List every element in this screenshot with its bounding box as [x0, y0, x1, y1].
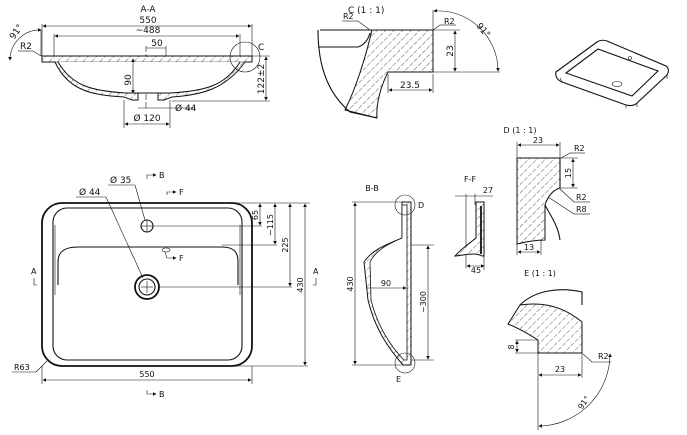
section-marker-b-top: B [159, 171, 165, 180]
dim-430: 430 [296, 277, 305, 292]
iso-drain-icon [611, 81, 623, 87]
detail-d-width: 23 [533, 136, 543, 145]
dim-drain-120: Ø 120 [133, 113, 160, 124]
detail-d-height: 15 [564, 168, 573, 178]
profile-ff [453, 201, 485, 257]
ff-dim-27: 27 [483, 186, 493, 195]
detail-c-thickness: 23 [446, 45, 456, 56]
detail-c-angle: 91° [474, 22, 492, 41]
tap-hole-label: Ø 35 [110, 175, 131, 186]
section-marker-f-bottom: F [179, 254, 184, 263]
dim-depth-90: 90 [124, 74, 134, 86]
detail-e-ref: E [396, 375, 401, 384]
detail-e-title: E (1 : 1) [524, 269, 556, 278]
detail-d-radius-top: R2 [574, 144, 585, 153]
section-b-b: B-B D E 430 90 ~300 [346, 184, 434, 384]
dim-width-550: 550 [139, 16, 156, 26]
section-marker-a-left: A [31, 267, 37, 276]
detail-e-radius: R2 [598, 352, 609, 361]
dim-65: 65 [251, 210, 260, 220]
detail-d-marker [394, 194, 416, 216]
section-ff-title: F-F [464, 175, 476, 184]
detail-d-bottom: 13 [524, 243, 534, 252]
detail-e-angle: 91° [576, 394, 592, 411]
section-a-a: A-A 550 ~488 50 90 C 122±2 Ø 44 Ø 120 R2… [8, 5, 270, 128]
dim-height-122: 122±2 [257, 64, 267, 94]
section-aa-title: A-A [140, 5, 156, 15]
detail-d-radius-mid: R2 [576, 193, 587, 202]
dim-drain-44: Ø 44 [175, 103, 197, 114]
detail-c-ref: C [258, 43, 264, 53]
section-bb-title: B-B [365, 184, 379, 193]
detail-d-hatched-section [516, 157, 561, 245]
radius-r2: R2 [20, 42, 32, 52]
section-marker-b-bottom: B [159, 390, 165, 399]
section-f-f: F-F 27 45 [453, 175, 493, 275]
detail-e: E (1 : 1) 8 23 R2 91° [507, 269, 612, 430]
corner-radius: R63 [14, 363, 30, 372]
detail-d-ref: D [418, 201, 424, 210]
detail-c-radius-left: R2 [343, 12, 354, 21]
angle-91: 91° [8, 23, 25, 42]
dim-550: 550 [139, 370, 154, 379]
isometric-view [555, 39, 669, 108]
basin-outline [41, 202, 253, 367]
dim-225: 225 [281, 237, 290, 252]
dim-tap-offset: 50 [151, 39, 163, 49]
detail-c-title: C (1 : 1) [348, 6, 384, 16]
dim-inner-width: ~488 [136, 26, 161, 36]
bb-dim-430: 430 [346, 276, 355, 291]
detail-e-marker [394, 352, 416, 374]
detail-d-radius-r8: R8 [576, 205, 587, 214]
detail-c-radius-right: R2 [444, 17, 455, 26]
detail-d: D (1 : 1) 23 R2 15 R2 R8 13 [504, 126, 590, 255]
section-marker-a-right: A [313, 267, 319, 276]
detail-c-hatched-section [344, 29, 434, 119]
detail-c-width: 23.5 [400, 81, 420, 91]
detail-d-title: D (1 : 1) [504, 126, 537, 135]
detail-e-height: 8 [507, 344, 516, 349]
ff-dim-45: 45 [471, 266, 481, 275]
detail-e-hatched-section [507, 303, 583, 354]
bb-dim-90: 90 [381, 279, 391, 288]
detail-c: C (1 : 1) R2 R2 23 23.5 91° [317, 6, 500, 119]
section-marker-f-top: F [179, 188, 184, 197]
plan-view: Ø 35 Ø 44 B B F F A A 65 ~115 225 430 55… [12, 171, 319, 399]
detail-e-width: 23 [555, 365, 565, 374]
drain-label: Ø 44 [79, 187, 101, 198]
dim-115: ~115 [266, 214, 275, 236]
detail-c-marker [229, 41, 261, 73]
basin-inner-rim [52, 207, 243, 361]
bb-dim-300: ~300 [419, 291, 428, 313]
